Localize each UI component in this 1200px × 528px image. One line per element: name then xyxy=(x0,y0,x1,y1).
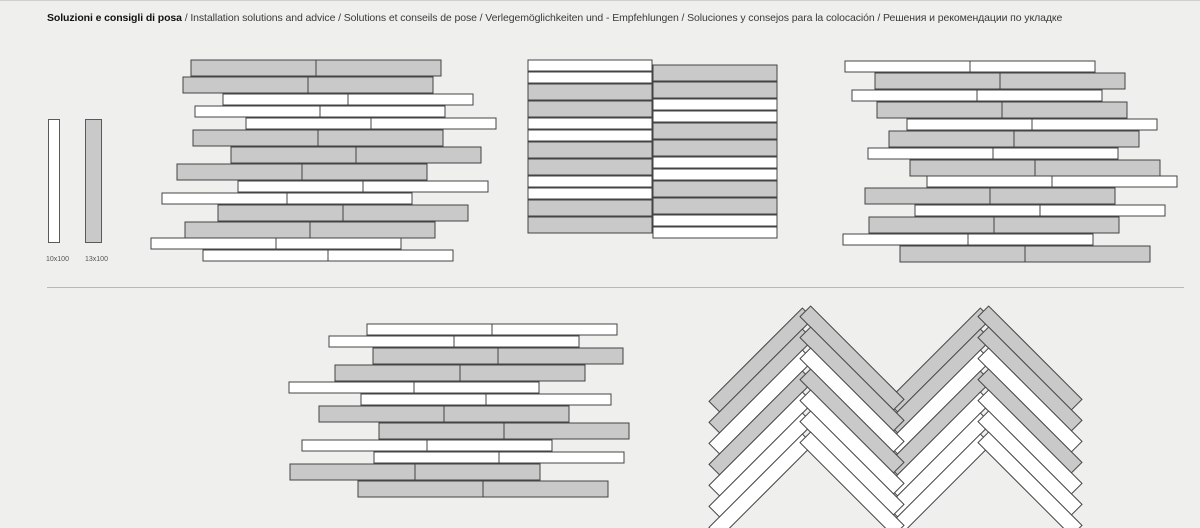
pattern-e-tile xyxy=(977,431,1083,528)
pattern-b-tile xyxy=(527,100,653,118)
pattern-c-tile xyxy=(969,60,1096,73)
pattern-d-tile xyxy=(498,451,625,464)
section-divider xyxy=(47,287,1184,288)
pattern-b-tile xyxy=(652,81,778,99)
pattern-c-tile xyxy=(999,72,1126,90)
pattern-a-tile xyxy=(301,163,428,181)
pattern-a-tile xyxy=(347,93,474,106)
pattern-d-tile xyxy=(503,422,630,440)
sample-label-gray: 13x100 xyxy=(85,256,108,263)
pattern-d-tile xyxy=(459,364,586,382)
pattern-c-tile xyxy=(1031,118,1158,131)
pattern-b-tile xyxy=(527,216,653,234)
pattern-c-tile xyxy=(1001,101,1128,119)
pattern-c-tile xyxy=(1024,245,1151,263)
pattern-a-tile xyxy=(327,249,454,262)
pattern-b-tile xyxy=(527,83,653,101)
sample-tile-light xyxy=(48,119,60,243)
pattern-b-tile xyxy=(652,226,778,239)
pattern-c-tile xyxy=(1039,204,1166,217)
top-rule xyxy=(0,0,1200,1)
sample-tile-gray xyxy=(85,119,102,243)
pattern-b-tile xyxy=(652,139,778,157)
pattern-b-tile xyxy=(652,98,778,111)
pattern-d-tile xyxy=(497,347,624,365)
pattern-c-tile xyxy=(976,89,1103,102)
pattern-a-tile xyxy=(317,129,444,147)
pattern-c-tile xyxy=(1051,175,1178,188)
pattern-a-tile xyxy=(370,117,497,130)
pattern-d-tile xyxy=(426,439,553,452)
pattern-b-tile xyxy=(527,129,653,142)
pattern-b-tile xyxy=(652,122,778,140)
pattern-c-tile xyxy=(967,233,1094,246)
pattern-a-tile xyxy=(275,237,402,250)
heading-bold: Soluzioni e consigli di posa xyxy=(47,12,182,24)
pattern-d-tile xyxy=(485,393,612,406)
pattern-d-tile xyxy=(453,335,580,348)
pattern-b-tile xyxy=(652,156,778,169)
pattern-b-tile xyxy=(652,197,778,215)
pattern-b-tile xyxy=(652,64,778,82)
pattern-a-tile xyxy=(362,180,489,193)
pattern-a-tile xyxy=(286,192,413,205)
pattern-c-tile xyxy=(993,216,1120,234)
pattern-d-tile xyxy=(414,463,541,481)
pattern-d-tile xyxy=(443,405,570,423)
pattern-e-tile xyxy=(799,431,905,528)
pattern-b-tile xyxy=(652,180,778,198)
pattern-b-tile xyxy=(527,187,653,200)
pattern-b-tile xyxy=(527,158,653,176)
pattern-c-tile xyxy=(1013,130,1140,148)
pattern-b-tile xyxy=(527,141,653,159)
pattern-a-tile xyxy=(315,59,442,77)
pattern-b-tile xyxy=(527,59,653,72)
pattern-b-tile xyxy=(527,71,653,84)
pattern-c-tile xyxy=(989,187,1116,205)
pattern-c-tile xyxy=(992,147,1119,160)
pattern-a-tile xyxy=(307,76,434,94)
pattern-b-tile xyxy=(527,117,653,130)
heading-rest: / Installation solutions and advice / So… xyxy=(181,12,1063,24)
pattern-a-tile xyxy=(355,146,482,164)
pattern-d-tile xyxy=(482,480,609,498)
pattern-b-tile xyxy=(652,168,778,181)
page-heading: Soluzioni e consigli di posa / Installat… xyxy=(47,12,1187,24)
pattern-b-tile xyxy=(652,110,778,123)
sample-label-light: 10x100 xyxy=(46,256,69,263)
pattern-b-tile xyxy=(652,214,778,227)
pattern-b-tile xyxy=(527,175,653,188)
pattern-a-tile xyxy=(319,105,446,118)
pattern-d-tile xyxy=(413,381,540,394)
pattern-a-tile xyxy=(342,204,469,222)
pattern-b-tile xyxy=(527,199,653,217)
pattern-d-tile xyxy=(491,323,618,336)
